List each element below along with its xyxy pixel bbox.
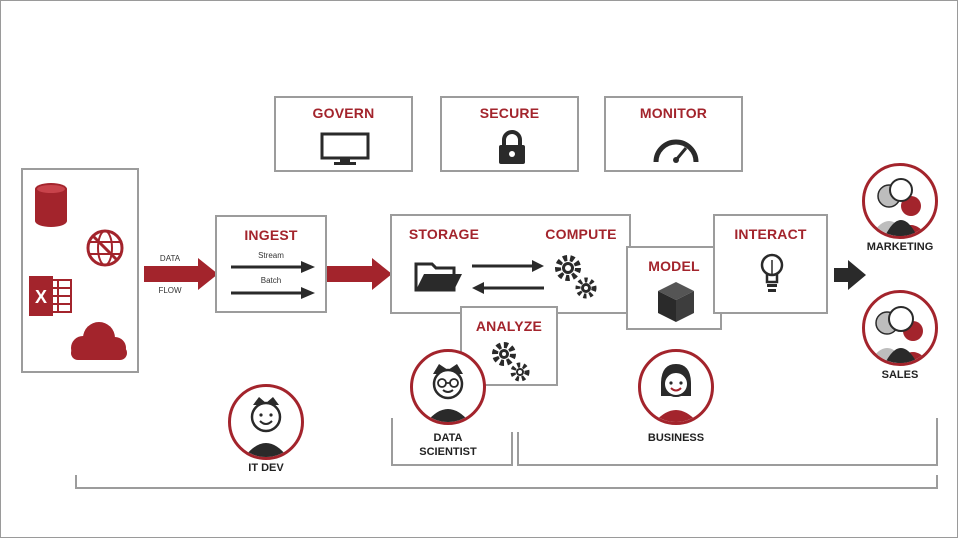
it-dev-label: IT DEV [248, 462, 284, 474]
svg-text:X: X [35, 287, 47, 307]
folder-icon [414, 262, 462, 292]
it-dev-bracket [75, 475, 938, 489]
secure-title: SECURE [479, 105, 540, 121]
business-person-icon [654, 364, 698, 422]
storage-title: STORAGE [408, 226, 480, 242]
it-dev-avatar [228, 384, 304, 460]
marketing-label: MARKETING [866, 241, 934, 253]
business-avatar [638, 349, 714, 425]
ingest-to-storage-arrow [322, 266, 374, 282]
analyze-gears-icon [492, 342, 530, 382]
lock-icon [499, 130, 525, 164]
marketing-group-icon [871, 178, 927, 236]
bidirectional-arrows-icon [472, 260, 544, 294]
compute-gears-icon [555, 255, 597, 299]
storage-compute-box: STORAGE COMPUTE [390, 214, 631, 314]
model-box: MODEL [626, 246, 722, 330]
cube-icon [658, 282, 694, 322]
data-scientist-avatar [410, 349, 486, 425]
lightbulb-icon [760, 253, 784, 292]
govern-box: GOVERN [274, 96, 413, 172]
business-label: BUSINESS [647, 432, 705, 444]
data-scientist-person-icon [426, 364, 470, 422]
ingest-box: INGEST Stream Batch [215, 215, 327, 313]
secure-box: SECURE [440, 96, 579, 172]
interact-box: INTERACT [713, 214, 828, 314]
business-bracket [517, 418, 938, 466]
monitor-title: MONITOR [639, 105, 708, 121]
cloud-icon [71, 322, 127, 360]
interact-title: INTERACT [734, 226, 807, 242]
batch-label: Batch [260, 276, 282, 285]
marketing-avatar [862, 163, 938, 239]
data-flow-arrow [144, 266, 200, 282]
ingest-title: INGEST [244, 227, 298, 243]
sales-label: SALES [881, 369, 919, 381]
analyze-title: ANALYZE [475, 318, 543, 334]
data-flow-label-1: DATA [159, 254, 181, 263]
web-globe-icon [86, 229, 124, 267]
govern-title: GOVERN [312, 105, 375, 121]
it-dev-person-icon [244, 397, 288, 457]
stream-arrow-icon [231, 261, 315, 273]
stream-label: Stream [258, 251, 284, 260]
data-scientist-label-2: SCIENTIST [419, 446, 477, 458]
gauge-icon [653, 139, 699, 163]
model-title: MODEL [648, 258, 700, 274]
compute-title: COMPUTE [545, 226, 617, 242]
data-flow-label-2: FLOW [158, 286, 182, 295]
data-scientist-label-1: DATA [433, 432, 463, 444]
interact-to-users-arrow [834, 268, 850, 282]
data-sources-box: X [21, 168, 139, 373]
database-icon [35, 183, 67, 227]
excel-icon: X [29, 276, 72, 316]
monitor-icon [320, 132, 370, 165]
sales-group-icon [869, 306, 929, 363]
data-scientist-bracket [391, 418, 513, 466]
monitor-box: MONITOR [604, 96, 743, 172]
batch-arrow-icon [231, 287, 315, 299]
sales-avatar [862, 290, 938, 366]
